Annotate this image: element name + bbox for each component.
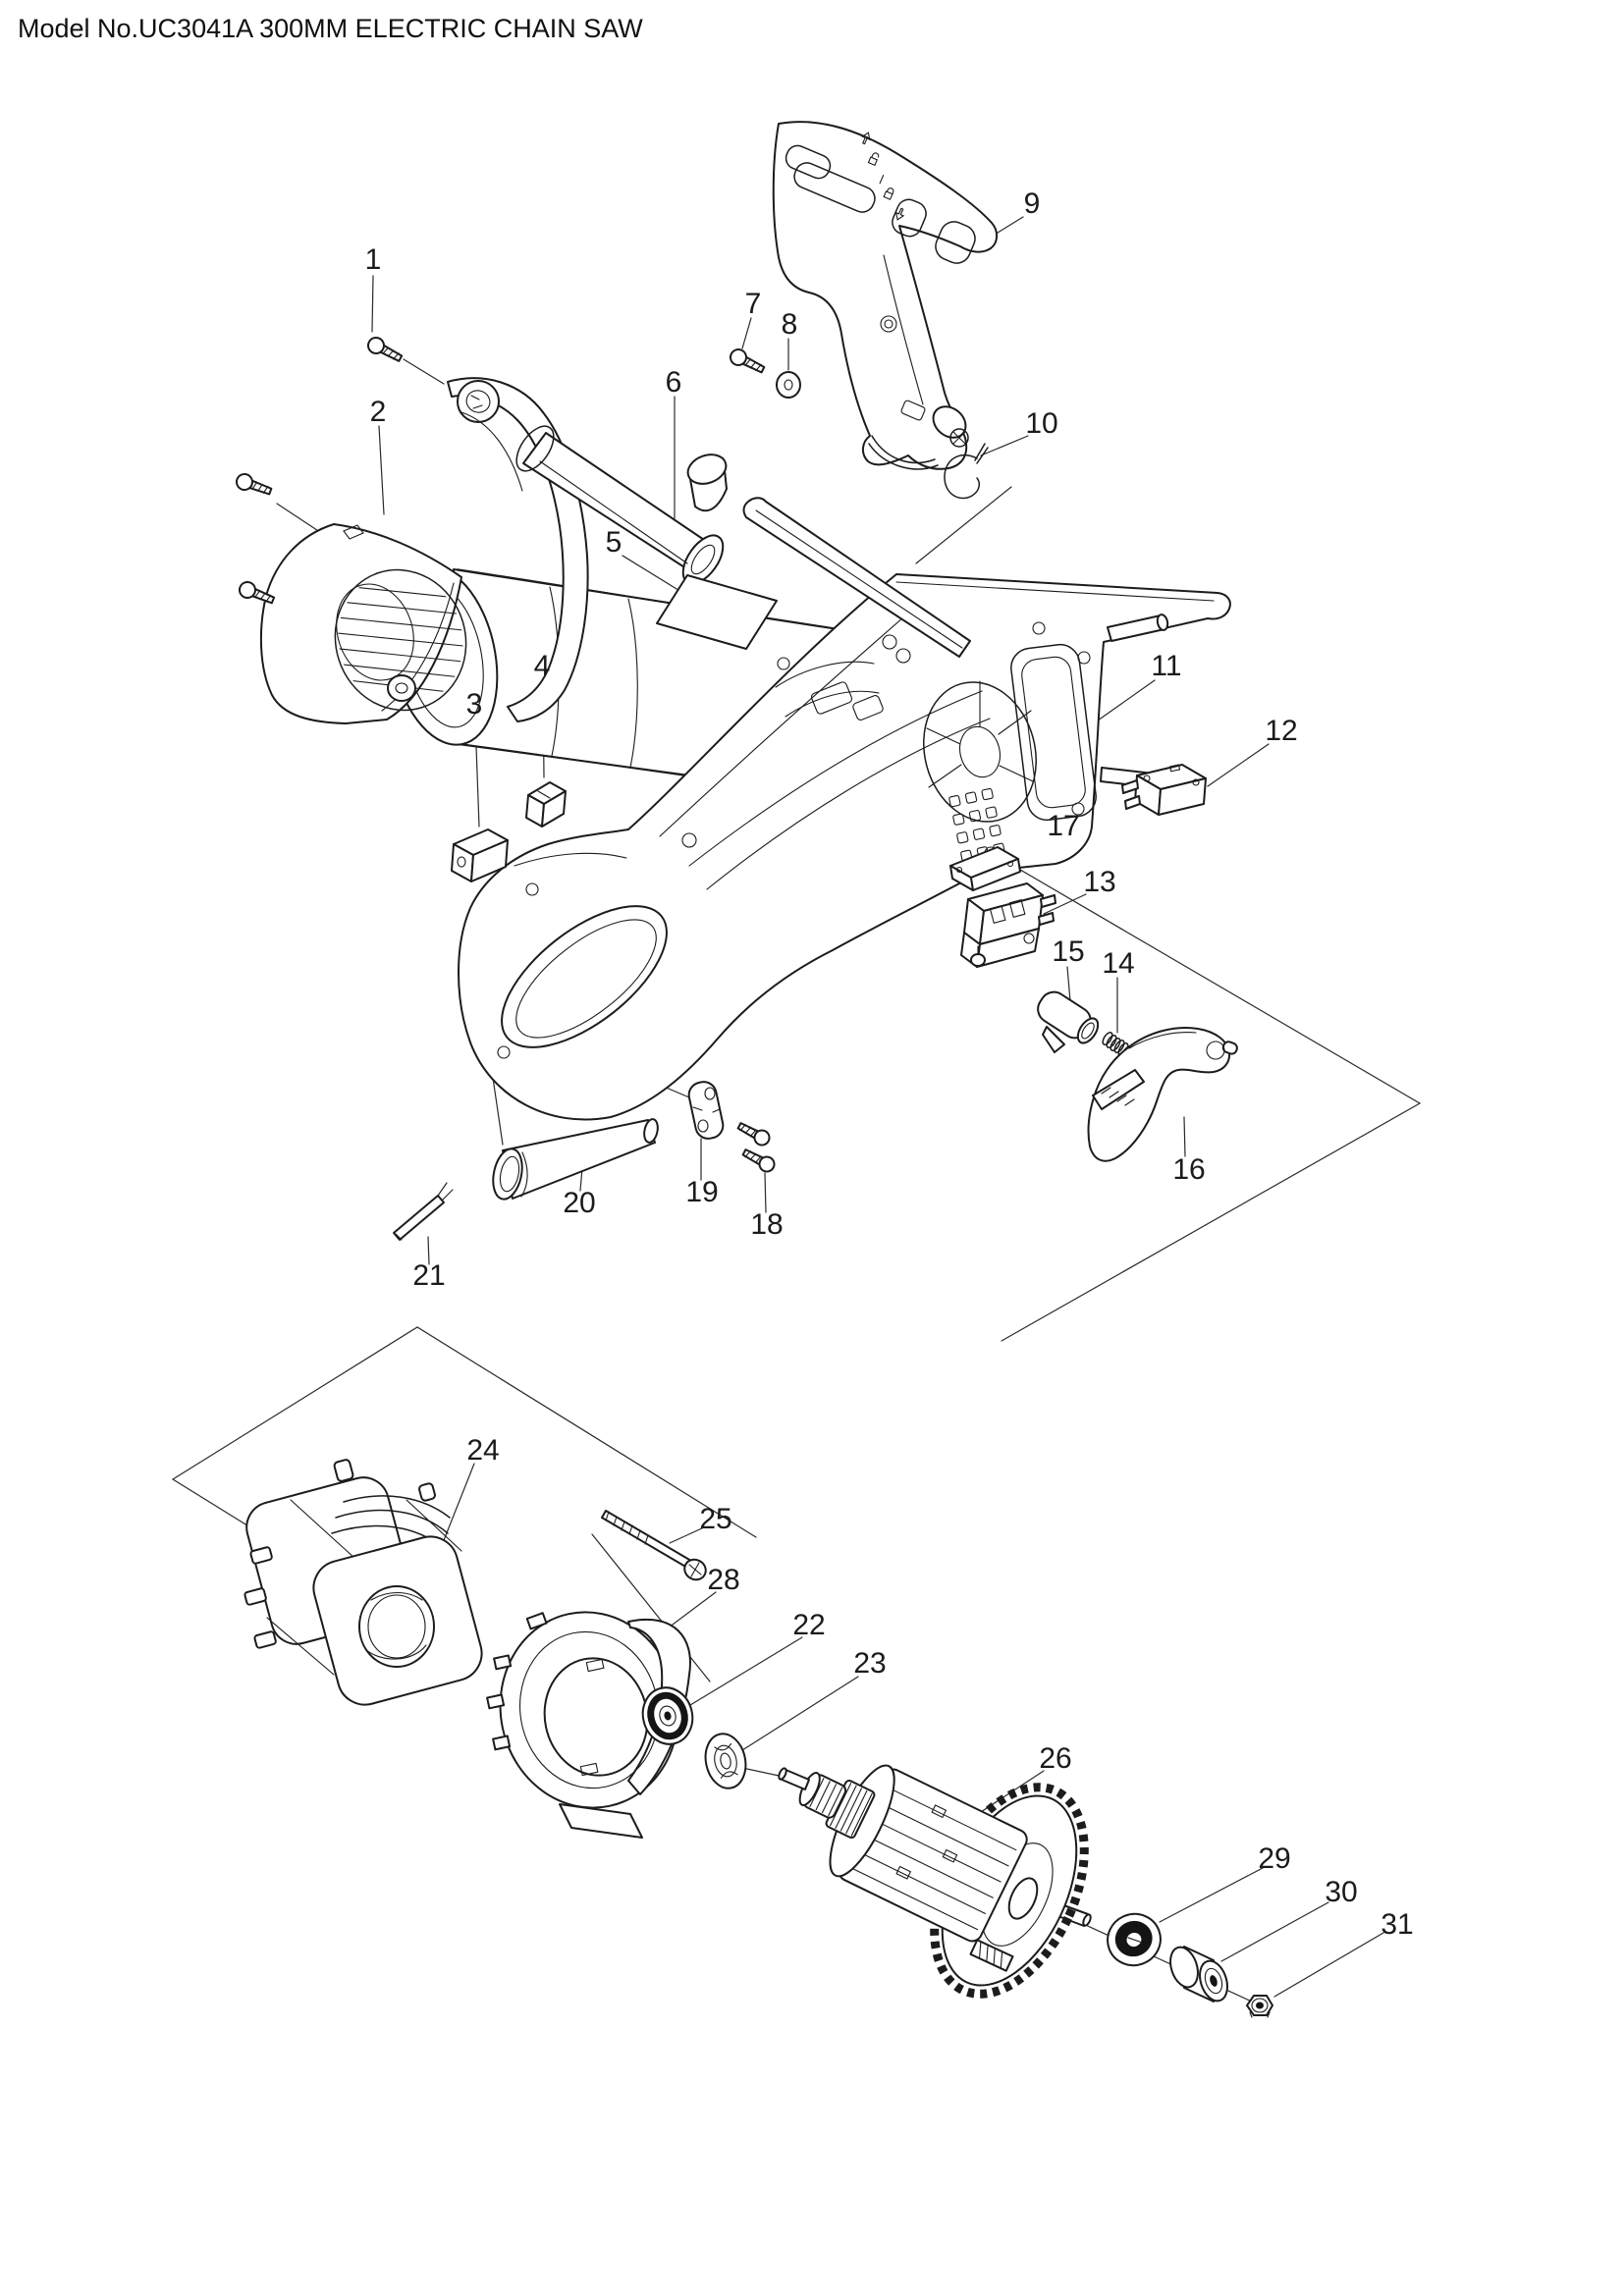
page-title: Model No.UC3041A 300MM ELECTRIC CHAIN SA… xyxy=(18,14,643,43)
part-28-baffle-plate xyxy=(486,1611,691,1839)
part-22-ball-bearing xyxy=(641,1686,694,1745)
part-12-switch xyxy=(1121,764,1207,816)
part-label-11: 11 xyxy=(1151,650,1182,682)
part-label-10: 10 xyxy=(1025,407,1058,440)
part-label-21: 21 xyxy=(412,1259,446,1292)
arrow-up-icon xyxy=(861,132,871,145)
part-label-29: 29 xyxy=(1258,1842,1291,1875)
part-label-2: 2 xyxy=(369,396,387,428)
part-31-hex-nut xyxy=(1246,1995,1273,2018)
part-25-screw xyxy=(601,1510,707,1581)
part-label-15: 15 xyxy=(1052,935,1085,968)
part-20-cord-guard xyxy=(492,1118,659,1201)
run-bar-icon xyxy=(879,174,885,185)
part-label-17: 17 xyxy=(1047,810,1080,842)
part-label-12: 12 xyxy=(1265,715,1298,747)
guard-pivot-boss xyxy=(457,380,500,423)
part-1-screw xyxy=(367,337,404,362)
part-21-rod xyxy=(393,1182,454,1241)
part-6-tube xyxy=(515,425,725,585)
unlock-icon xyxy=(867,152,880,167)
part-label-25: 25 xyxy=(699,1503,732,1535)
part-label-6: 6 xyxy=(665,366,682,399)
part-18-screw-upper xyxy=(736,1122,771,1147)
part-label-5: 5 xyxy=(605,526,623,559)
part-9-top-handle xyxy=(772,121,999,470)
part-label-8: 8 xyxy=(781,308,798,341)
part-label-23: 23 xyxy=(853,1647,887,1680)
oil-cap xyxy=(686,454,728,512)
part-label-9: 9 xyxy=(1023,187,1041,220)
part-19-cord-clamp xyxy=(687,1081,725,1140)
fan-gear-teeth xyxy=(930,1783,1089,1999)
part-5-caution-label xyxy=(656,574,778,650)
part-label-20: 20 xyxy=(563,1187,596,1219)
part-26-armature xyxy=(778,1764,1092,1999)
part-2-motor-housing-cap xyxy=(259,523,468,724)
part-3-block xyxy=(451,828,509,882)
part-label-22: 22 xyxy=(792,1609,826,1641)
part-30-roller xyxy=(1169,1946,1228,2002)
part-label-7: 7 xyxy=(744,288,762,320)
part-1-screw-left-upper xyxy=(236,473,273,496)
part-4-block xyxy=(525,781,567,828)
part-label-28: 28 xyxy=(707,1564,740,1596)
part-16-trigger-lever xyxy=(1087,1027,1238,1162)
part-24-field-stator xyxy=(244,1459,483,1706)
part-18-screw-lower xyxy=(741,1148,776,1173)
part-13-switch xyxy=(960,882,1056,968)
part-8-washer xyxy=(776,371,801,399)
part-label-24: 24 xyxy=(466,1434,500,1467)
part-label-30: 30 xyxy=(1325,1876,1358,1908)
group-outline-upper xyxy=(939,822,1422,1342)
part-label-16: 16 xyxy=(1172,1153,1206,1186)
part-11-main-housing xyxy=(389,454,1231,1121)
part-7-screw xyxy=(730,348,766,374)
part-17-cover xyxy=(949,846,1021,891)
part-29-ring xyxy=(1107,1912,1162,1967)
armature-commutator xyxy=(798,1772,847,1819)
part-label-1: 1 xyxy=(364,243,382,276)
group-outline-lower xyxy=(172,1326,757,1538)
cap-vent-fins xyxy=(327,584,468,694)
part-15-sleeve xyxy=(1037,990,1100,1053)
part-1-screw-left-lower xyxy=(239,581,276,605)
part-label-18: 18 xyxy=(750,1208,784,1241)
part-label-3: 3 xyxy=(465,688,483,721)
part-label-13: 13 xyxy=(1083,866,1116,898)
part-label-14: 14 xyxy=(1102,947,1135,980)
leader-lines xyxy=(172,216,1422,2009)
part-label-26: 26 xyxy=(1039,1742,1072,1775)
part-label-4: 4 xyxy=(533,650,551,682)
part-label-31: 31 xyxy=(1380,1908,1414,1941)
arrow-down-icon xyxy=(895,207,905,221)
lock-icon xyxy=(883,187,894,200)
lock-symbols xyxy=(861,132,905,221)
part-23-washer xyxy=(704,1733,747,1789)
part-10-spring-clip xyxy=(944,443,989,500)
part-label-19: 19 xyxy=(685,1176,719,1208)
